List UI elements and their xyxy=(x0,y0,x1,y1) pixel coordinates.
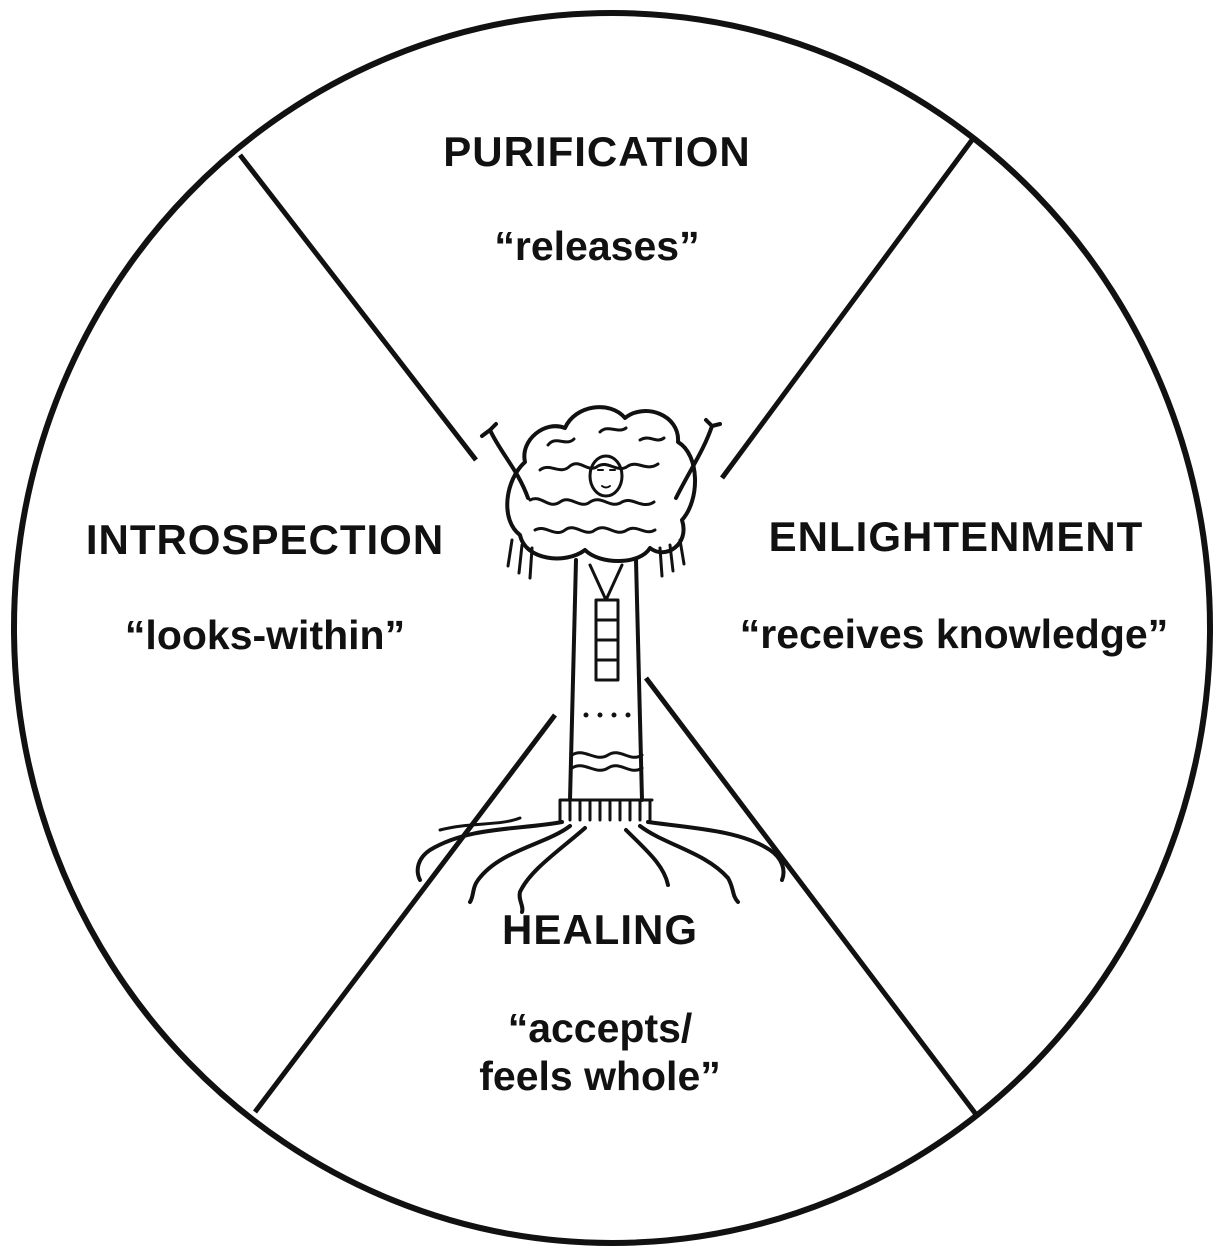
quadrant-title-enlightenment: ENLIGHTENMENT xyxy=(768,513,1144,560)
quadrant-phrase-healing-line2: feels whole” xyxy=(479,1053,721,1099)
quadrant-phrase-purification: “releases” xyxy=(494,223,700,269)
quadrant-phrase-enlightenment: “receives knowledge” xyxy=(739,611,1169,657)
tree-figure-icon xyxy=(415,405,786,914)
quadrant-title-purification: PURIFICATION xyxy=(443,128,751,175)
quadrant-title-introspection: INTROSPECTION xyxy=(85,516,445,563)
divider-upper-left xyxy=(238,153,478,462)
divider-lower-left xyxy=(253,713,557,1114)
quadrant-title-healing: HEALING xyxy=(502,906,698,953)
divider-upper-right xyxy=(719,138,975,480)
wheel-circle xyxy=(11,10,1213,1246)
quadrant-phrase-healing-line1: “accepts/ xyxy=(507,1005,693,1051)
divider-lower-right xyxy=(644,676,980,1119)
quadrant-phrase-introspection: “looks-within” xyxy=(124,612,406,658)
